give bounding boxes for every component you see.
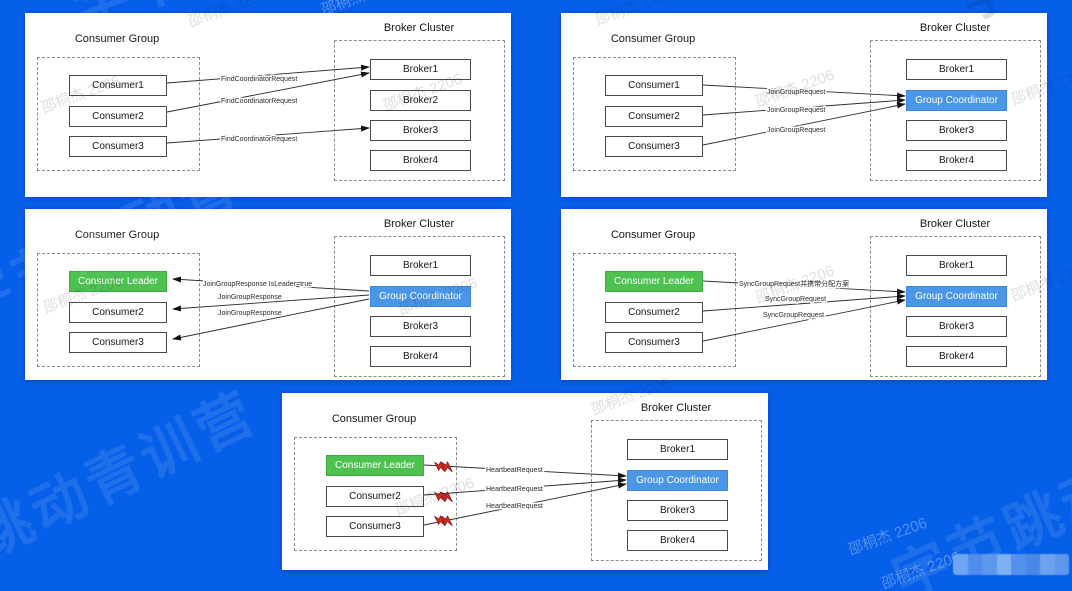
group-coordinator-node: Group Coordinator	[627, 470, 728, 491]
arrow-label: JoinGroupResponse	[218, 294, 282, 301]
arrows-layer: JoinGroupRequest JoinGroupRequest JoinGr…	[702, 84, 906, 146]
lightning-icon	[434, 461, 453, 473]
consumer-group-box	[573, 57, 736, 171]
arrow-label: FindCoordinatorRequest	[221, 98, 297, 105]
consumer1-node: Consumer1	[69, 75, 167, 96]
arrows-layer: HeartbeatRequest HeartbeatRequest Heartb…	[423, 461, 627, 527]
arrow-label: FindCoordinatorRequest	[221, 136, 297, 143]
consumer3-node: Consumer3	[605, 332, 703, 353]
panel-sync-group-request: Consumer Group Broker Cluster Consumer L…	[561, 209, 1047, 380]
arrow-label: SyncGroupRequest	[763, 312, 824, 319]
arrow-label: JoinGroupRequest	[767, 107, 825, 114]
broker-cluster-label: Broker Cluster	[640, 402, 712, 414]
consumer-group-box	[37, 57, 200, 171]
broker4-node: Broker4	[906, 150, 1007, 171]
consumer-group-label: Consumer Group	[610, 33, 696, 45]
watermark-camp-text: 字节跳动青训营	[0, 379, 268, 591]
consumer2-node: Consumer2	[326, 486, 424, 507]
broker1-node: Broker1	[370, 255, 471, 276]
consumer-leader-node: Consumer Leader	[69, 271, 167, 292]
consumer3-node: Consumer3	[326, 516, 424, 537]
broker-cluster-label: Broker Cluster	[383, 22, 455, 34]
broker-cluster-box	[334, 40, 505, 181]
consumer-leader-node: Consumer Leader	[326, 455, 424, 476]
group-coordinator-node: Group Coordinator	[906, 286, 1007, 307]
consumer2-node: Consumer2	[605, 302, 703, 323]
broker4-node: Broker4	[627, 530, 728, 551]
arrow-label: JoinGroupResponse	[218, 310, 282, 317]
arrow-label: FindCoordinatorRequest	[221, 76, 297, 83]
group-coordinator-node: Group Coordinator	[906, 90, 1007, 111]
broker3-node: Broker3	[370, 120, 471, 141]
lightning-icon	[434, 491, 453, 503]
arrow-label: HeartbeatRequest	[486, 467, 543, 474]
panel-join-group-request: Consumer Group Broker Cluster Consumer1 …	[561, 13, 1047, 197]
panel-find-coordinator: Consumer Group Broker Cluster Consumer1 …	[25, 13, 511, 197]
broker3-node: Broker3	[627, 500, 728, 521]
broker4-node: Broker4	[370, 346, 471, 367]
panel-join-group-response: Consumer Group Broker Cluster Consumer L…	[25, 209, 511, 380]
consumer-group-label: Consumer Group	[74, 33, 160, 45]
broker-cluster-label: Broker Cluster	[919, 218, 991, 230]
consumer-group-box	[573, 253, 736, 367]
broker3-node: Broker3	[906, 316, 1007, 337]
mosaic-redaction	[953, 554, 1069, 575]
consumer2-node: Consumer2	[69, 106, 167, 127]
arrow-label: HeartbeatRequest	[486, 503, 543, 510]
consumer-group-label: Consumer Group	[331, 413, 417, 425]
watermark-author-text: 邵桐杰 2206	[846, 514, 930, 559]
broker-cluster-box	[591, 420, 762, 561]
lightning-icon	[434, 515, 453, 527]
consumer-group-box	[294, 437, 457, 551]
panel-heartbeat: Consumer Group Broker Cluster Consumer L…	[282, 393, 768, 570]
broker3-node: Broker3	[906, 120, 1007, 141]
broker1-node: Broker1	[370, 59, 471, 80]
broker1-node: Broker1	[627, 439, 728, 460]
broker2-node: Broker2	[370, 90, 471, 111]
consumer-group-box	[37, 253, 200, 367]
broker1-node: Broker1	[906, 255, 1007, 276]
broker-cluster-label: Broker Cluster	[383, 218, 455, 230]
consumer-group-label: Consumer Group	[74, 229, 160, 241]
arrows-layer: SyncGroupRequest并携带分配方案 SyncGroupRequest…	[702, 278, 906, 342]
arrow-label: JoinGroupRequest	[767, 89, 825, 96]
broker-cluster-box	[870, 236, 1041, 377]
consumer1-node: Consumer1	[605, 75, 703, 96]
arrow-label: HeartbeatRequest	[486, 486, 543, 493]
consumer3-node: Consumer3	[605, 136, 703, 157]
arrows-layer: FindCoordinatorRequest FindCoordinatorRe…	[166, 64, 370, 145]
consumer-leader-node: Consumer Leader	[605, 271, 703, 292]
arrow-label: JoinGroupRequest	[767, 127, 825, 134]
broker-cluster-box	[870, 40, 1041, 181]
broker3-node: Broker3	[370, 316, 471, 337]
group-coordinator-node: Group Coordinator	[370, 286, 471, 307]
broker-cluster-label: Broker Cluster	[919, 22, 991, 34]
arrow-label: JoinGroupResponse IsLeader=true	[203, 281, 312, 288]
arrow-label: SyncGroupRequest并携带分配方案	[739, 279, 849, 288]
broker4-node: Broker4	[906, 346, 1007, 367]
consumer3-node: Consumer3	[69, 332, 167, 353]
consumer3-node: Consumer3	[69, 136, 167, 157]
consumer2-node: Consumer2	[605, 106, 703, 127]
consumer2-node: Consumer2	[69, 302, 167, 323]
arrows-layer: JoinGroupResponse IsLeader=true JoinGrou…	[172, 276, 370, 341]
broker4-node: Broker4	[370, 150, 471, 171]
watermark-author-text: 邵桐杰 2206	[879, 548, 963, 591]
arrow-label: SyncGroupRequest	[765, 296, 826, 303]
broker1-node: Broker1	[906, 59, 1007, 80]
consumer-group-label: Consumer Group	[610, 229, 696, 241]
